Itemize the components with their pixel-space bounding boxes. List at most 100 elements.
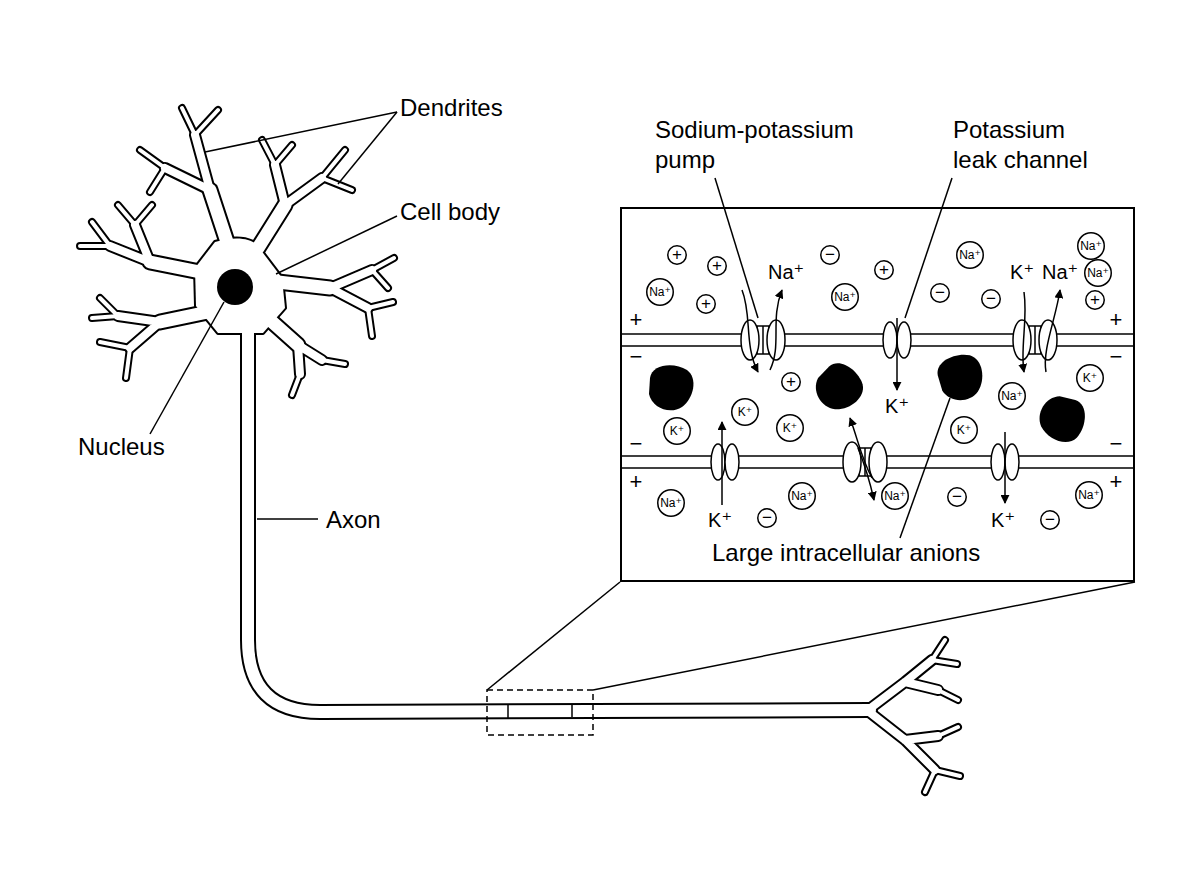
part-label: Potassium leak channel [953, 115, 1103, 175]
ion-symbol: Na⁺ [649, 277, 671, 307]
ion-flow-arrows [722, 290, 1060, 505]
channels [711, 322, 1019, 480]
anion-blob [808, 356, 871, 419]
ion-circle: Na⁺ [956, 241, 984, 269]
ion-circle: K⁺ [663, 417, 691, 445]
ion-symbol: K⁺ [783, 413, 797, 443]
axon-terminal-fill [868, 660, 938, 770]
pump-core-line [762, 326, 764, 354]
anions [649, 349, 1088, 445]
ion-circle: Na⁺ [788, 482, 816, 510]
anion-blob [649, 365, 693, 410]
dendrite-twig [80, 108, 394, 395]
ion-symbol: Na⁺ [834, 282, 856, 312]
ion-symbol: Na⁺ [1080, 231, 1102, 261]
ion-circle: Na⁺ [1084, 259, 1112, 287]
ion-symbol: K⁺ [1083, 363, 1097, 393]
neuron-outline [80, 108, 960, 792]
ion-circle: Na⁺ [1077, 232, 1105, 260]
flow-arrow [770, 290, 782, 370]
channel-half [711, 444, 725, 480]
ion-circle: Na⁺ [831, 283, 859, 311]
ion-circle: K⁺ [950, 416, 978, 444]
charge-sign: + [630, 309, 643, 331]
ion-symbol: + [1090, 285, 1100, 315]
ion-symbol: − [762, 503, 772, 533]
part-label: Sodium-potassium pump [655, 115, 870, 175]
ion-symbol: + [672, 240, 682, 270]
ion-symbol: Na⁺ [1001, 381, 1023, 411]
charge-sign: + [1110, 309, 1123, 331]
pump-core-line [1034, 326, 1036, 354]
ion-circle: K⁺ [731, 398, 759, 426]
ion-circle: + [667, 245, 687, 265]
flow-arrow [721, 422, 723, 505]
ion-circle: Na⁺ [646, 278, 674, 306]
charge-sign: − [1110, 433, 1123, 455]
ion-circle: + [781, 372, 801, 392]
flow-arrow [1045, 290, 1060, 372]
flow-arrow [1023, 292, 1025, 372]
ion-label: K⁺ [708, 510, 732, 530]
anion-blob [1036, 393, 1088, 445]
charge-sign: − [630, 346, 643, 368]
ion-circle: + [707, 256, 727, 276]
sodium-potassium-pump [1013, 320, 1057, 360]
ion-circle: Na⁺ [657, 489, 685, 517]
ion-symbol: + [786, 367, 796, 397]
ion-symbol: + [701, 289, 711, 319]
flow-arrow [850, 418, 872, 478]
ion-label: K⁺ [991, 510, 1015, 530]
channel-half [991, 444, 1005, 480]
axon-terminal [868, 660, 938, 770]
ion-symbol: − [935, 278, 945, 308]
ion-circle: Na⁺ [881, 482, 909, 510]
dendrite-branch-fill [110, 135, 372, 374]
ion-circle: K⁺ [776, 414, 804, 442]
ion-symbol: Na⁺ [1087, 258, 1109, 288]
leader-line [338, 112, 397, 184]
zoom-line [593, 582, 1135, 690]
part-label: Dendrites [400, 93, 503, 123]
axon-node-tick [571, 705, 573, 717]
ion-symbol: − [986, 284, 996, 314]
dendrite-trunk-fill [150, 190, 330, 345]
ion-circle: Na⁺ [1075, 481, 1103, 509]
channel-half [1005, 444, 1019, 480]
channel-half [725, 444, 739, 480]
flow-arrow [858, 448, 874, 500]
flow-arrow [742, 290, 758, 372]
ion-label: Na⁺ [1042, 262, 1078, 282]
ion-symbol: Na⁺ [1078, 480, 1100, 510]
flow-arrow [896, 318, 898, 390]
ion-symbol: K⁺ [957, 415, 971, 445]
ion-circle: K⁺ [1076, 364, 1104, 392]
ion-circle: + [874, 260, 894, 280]
pump-lobe [1013, 320, 1031, 360]
ion-symbol: K⁺ [738, 397, 752, 427]
ion-circle: + [1085, 290, 1105, 310]
leader-line [276, 216, 397, 274]
dendrite-twig-fill [80, 108, 394, 395]
ion-symbol: + [879, 255, 889, 285]
ion-circle: − [820, 245, 840, 265]
axon-terminal-twig-fill [925, 640, 960, 792]
leader-line [150, 302, 224, 434]
channel-half [897, 322, 911, 358]
leader-line [905, 178, 952, 318]
ion-symbol: Na⁺ [660, 488, 682, 518]
part-label: Cell body [400, 197, 500, 227]
nucleus-dot [217, 269, 253, 305]
charge-sign: + [1110, 471, 1123, 493]
charge-sign: + [630, 471, 643, 493]
ion-circle: + [696, 294, 716, 314]
axon-node-tick [507, 705, 509, 718]
ion-circle: − [981, 289, 1001, 309]
ion-circle: Na⁺ [998, 382, 1026, 410]
ion-label: K⁺ [1010, 262, 1034, 282]
ion-symbol: + [712, 251, 722, 281]
part-label: Nucleus [78, 432, 165, 462]
ion-symbol: − [1045, 505, 1055, 535]
ion-circle: − [757, 508, 777, 528]
